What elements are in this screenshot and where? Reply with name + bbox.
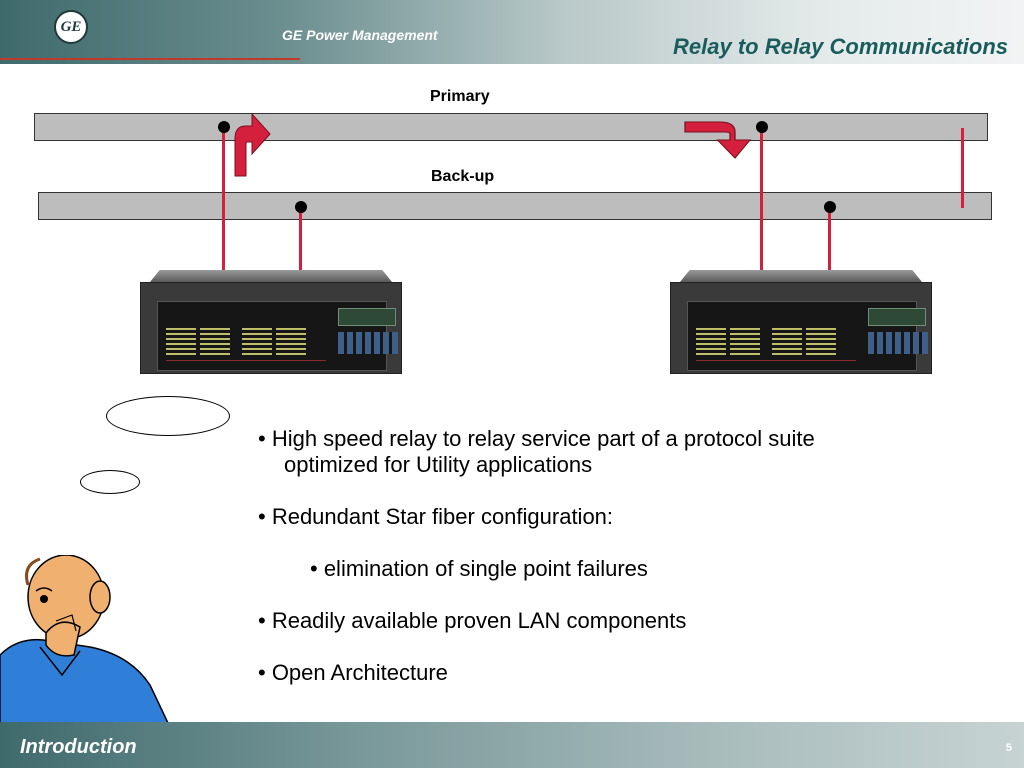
brand-name: GE Power Management [282, 27, 438, 43]
relay2-backup-drop [828, 207, 831, 270]
arrow-down-icon [684, 121, 752, 159]
bullet-item: • Redundant Star fiber configuration: [258, 504, 614, 529]
relay-display [338, 308, 396, 326]
sub-bullet-item: • elimination of single point failures [310, 556, 648, 581]
primary-bus-label: Primary [430, 88, 490, 105]
thinking-man-illustration [0, 555, 169, 723]
slide-header [0, 0, 1024, 64]
relay-display [868, 308, 926, 326]
relay2-primary-node [756, 121, 768, 133]
relay1-backup-node [295, 201, 307, 213]
backup-bus [38, 192, 992, 220]
section-title: Introduction [20, 736, 137, 758]
slide-title: Relay to Relay Communications [673, 34, 1008, 59]
relay1-primary-node [218, 121, 230, 133]
ge-logo-icon: GE [54, 10, 88, 44]
backup-bus-label: Back-up [431, 168, 495, 185]
thought-bubble-small [80, 470, 140, 494]
bullet-item: • Readily available proven LAN component… [258, 608, 687, 633]
page-number: 5 [1005, 742, 1012, 754]
arrow-up-icon [234, 112, 271, 177]
relay-device-1 [140, 270, 402, 376]
relay-keypad [338, 332, 398, 354]
thought-bubble-large [106, 396, 230, 436]
slide-footer [0, 722, 1024, 768]
relay-front-panel [687, 301, 928, 371]
bullet-list: • High speed relay to relay service part… [258, 426, 815, 712]
relay-keypad [868, 332, 928, 354]
relay-front-panel [157, 301, 398, 371]
primary-bus [34, 113, 988, 141]
relay2-primary-drop [760, 128, 763, 270]
hub-connection-line [961, 128, 964, 208]
bullet-item: • High speed relay to relay service part… [258, 426, 815, 477]
relay2-backup-node [824, 201, 836, 213]
header-accent-line [0, 58, 300, 60]
relay-device-2 [670, 270, 932, 376]
relay1-backup-drop [299, 207, 302, 270]
bullet-item: • Open Architecture [258, 660, 448, 685]
relay1-primary-drop [222, 128, 225, 270]
